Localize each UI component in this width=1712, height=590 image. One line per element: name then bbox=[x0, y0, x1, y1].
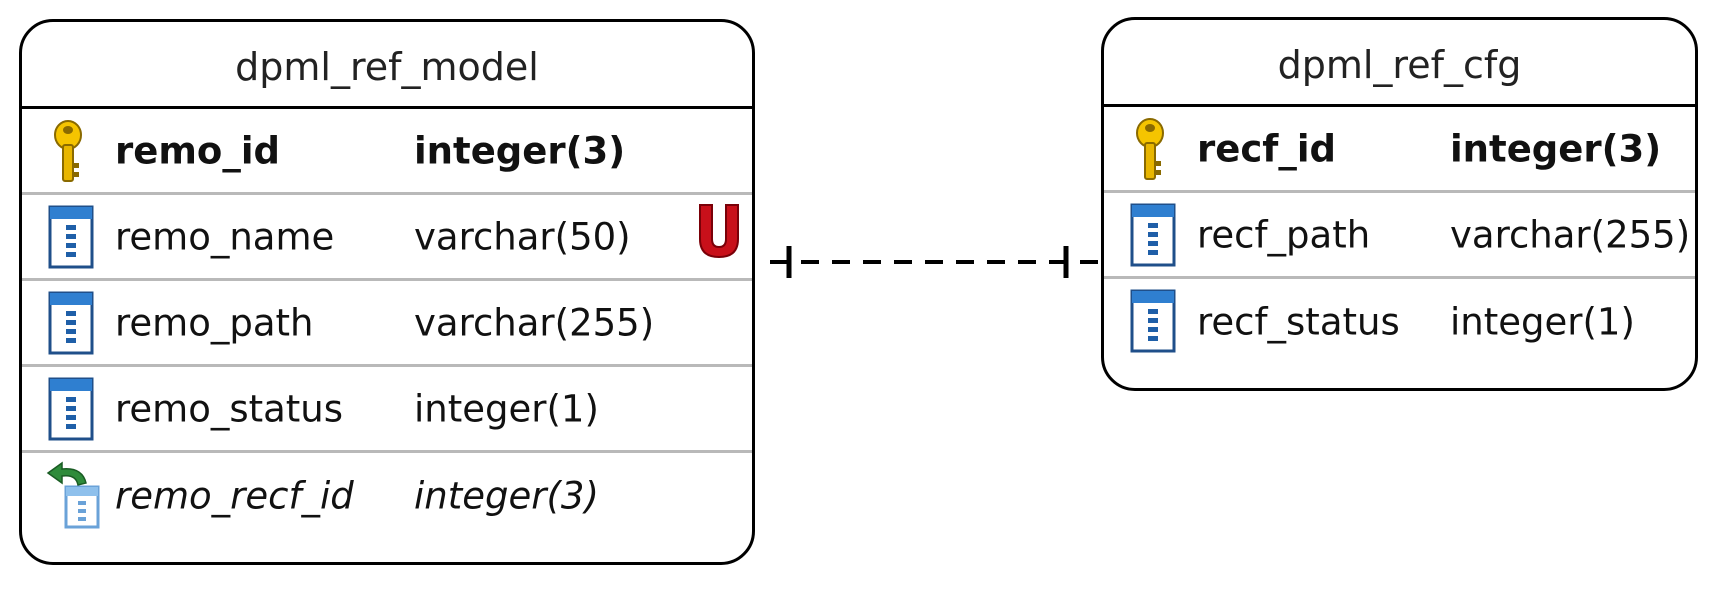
field-row-remo-name[interactable]: remo_name varchar(50) bbox=[22, 195, 752, 281]
column-icon bbox=[46, 203, 98, 271]
field-type: varchar(50) bbox=[414, 215, 631, 258]
field-row-recf-path[interactable]: recf_path varchar(255) bbox=[1104, 193, 1695, 279]
key-icon bbox=[1128, 115, 1180, 183]
field-row-remo-recf-id[interactable]: remo_recf_id integer(3) bbox=[22, 453, 752, 539]
column-icon bbox=[46, 375, 98, 443]
field-row-remo-status[interactable]: remo_status integer(1) bbox=[22, 367, 752, 453]
column-icon bbox=[1128, 287, 1180, 355]
field-type: integer(3) bbox=[414, 474, 599, 518]
field-type: integer(3) bbox=[1450, 127, 1662, 170]
field-type: varchar(255) bbox=[1450, 213, 1691, 256]
field-name: recf_status bbox=[1197, 300, 1400, 344]
entity-title: dpml_ref_cfg bbox=[1104, 20, 1695, 107]
field-type: varchar(255) bbox=[414, 301, 655, 344]
field-name: remo_recf_id bbox=[115, 474, 354, 518]
field-name: remo_status bbox=[115, 387, 344, 430]
field-type: integer(1) bbox=[1450, 300, 1635, 344]
field-row-recf-status[interactable]: recf_status integer(1) bbox=[1104, 279, 1695, 365]
field-name: recf_path bbox=[1197, 213, 1371, 256]
field-row-recf-id[interactable]: recf_id integer(3) bbox=[1104, 107, 1695, 193]
field-name: recf_id bbox=[1197, 127, 1337, 170]
field-type: integer(1) bbox=[414, 387, 599, 430]
field-row-remo-id[interactable]: remo_id integer(3) bbox=[22, 109, 752, 195]
entity-dpml-ref-model[interactable]: dpml_ref_model remo_id integer(3) bbox=[19, 19, 755, 565]
field-name: remo_name bbox=[115, 215, 335, 258]
field-name: remo_id bbox=[115, 129, 280, 172]
key-icon bbox=[46, 117, 98, 185]
field-row-remo-path[interactable]: remo_path varchar(255) bbox=[22, 281, 752, 367]
entity-dpml-ref-cfg[interactable]: dpml_ref_cfg recf_id integer(3) bbox=[1101, 17, 1698, 391]
entity-title: dpml_ref_model bbox=[22, 22, 752, 109]
column-icon bbox=[46, 289, 98, 357]
field-name: remo_path bbox=[115, 301, 314, 344]
field-type: integer(3) bbox=[414, 129, 626, 172]
unique-constraint-icon bbox=[696, 203, 742, 259]
column-icon bbox=[1128, 201, 1180, 269]
foreign-key-column-icon bbox=[46, 461, 100, 529]
